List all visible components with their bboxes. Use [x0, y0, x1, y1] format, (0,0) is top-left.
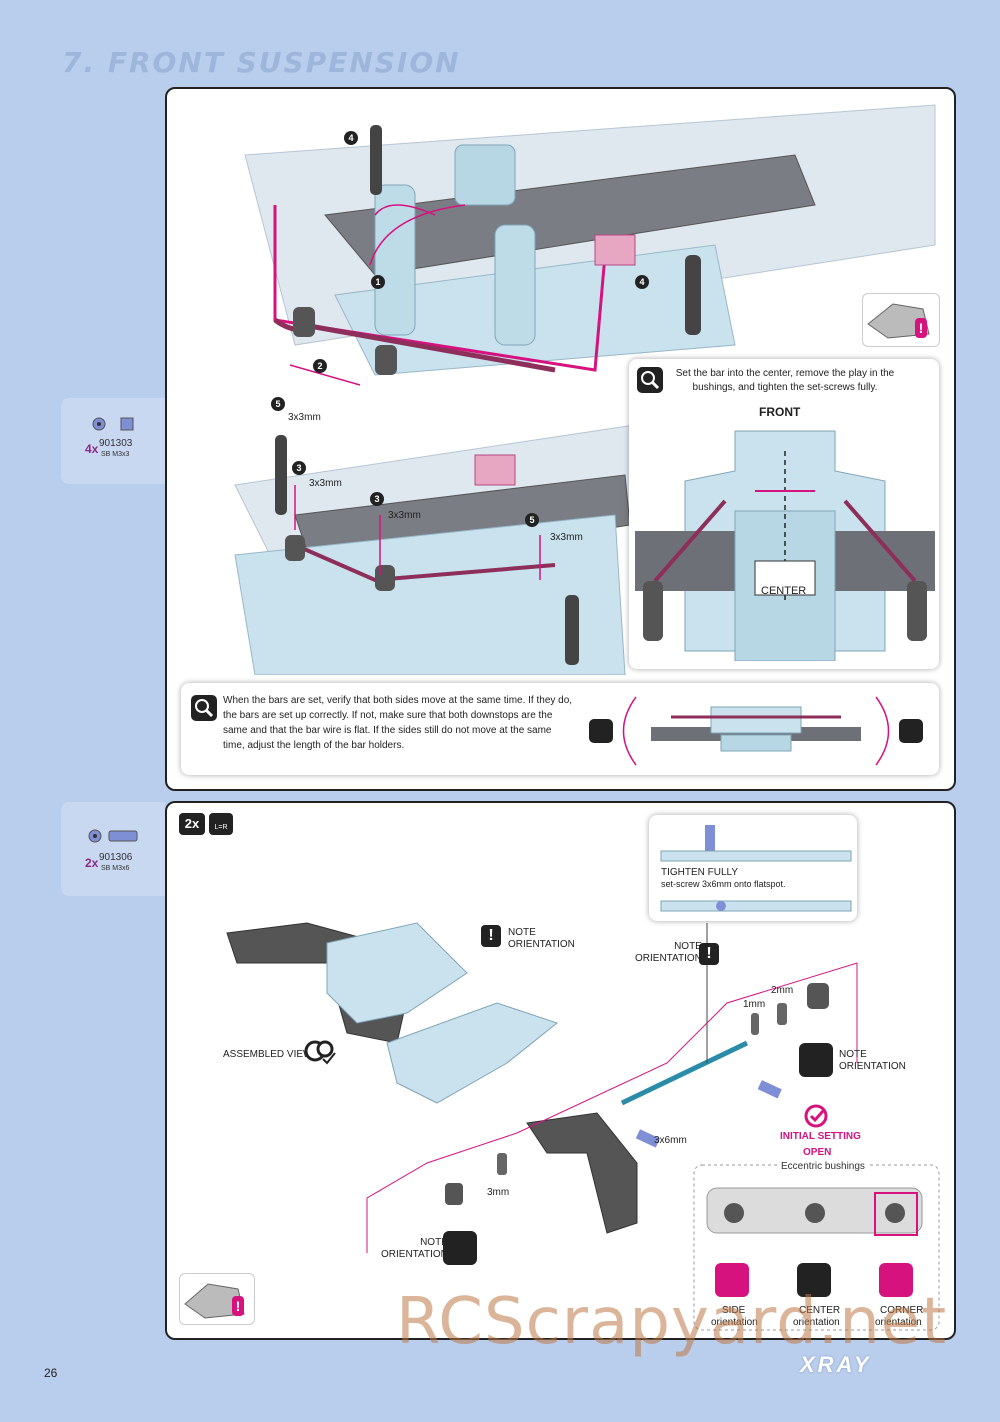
lr-badge: L=R: [209, 813, 233, 835]
verify-text: When the bars are set, verify that both …: [223, 695, 573, 751]
initial-setting-label: INITIAL SETTING: [780, 1131, 861, 1142]
qty-badge: 2x: [179, 813, 205, 835]
note-orientation-label: NOTE ORIENTATION: [839, 1049, 906, 1072]
magnifier-icon: [637, 367, 663, 393]
corner-orientation-icon: [879, 1263, 913, 1297]
tighten-sub: set-screw 3x6mm onto flatspot.: [661, 879, 786, 889]
orientation-dots-icon: [799, 1043, 833, 1077]
car-warning-icon: !: [862, 293, 940, 347]
setscrew-flatspot-diagram: [660, 825, 852, 912]
tab-code: 901303: [99, 438, 133, 449]
note-orientation-label: NOTE ORIENTATION: [381, 1237, 448, 1260]
setscrew-icon: [92, 417, 134, 431]
screw-label: 3x3mm: [309, 478, 342, 489]
center-bar-diagram: [635, 430, 935, 661]
setscrew-icon: [88, 829, 138, 843]
assembled-view-label: ASSEMBLED VIEW: [223, 1049, 313, 1060]
spacer-label: 1mm: [743, 999, 766, 1010]
step-badge: 5: [525, 513, 539, 527]
tab-qty: 2x: [85, 856, 99, 870]
tighten-box: TIGHTEN FULLY set-screw 3x6mm onto flats…: [649, 815, 857, 921]
orientation-dots-icon: [443, 1231, 477, 1265]
tab-desc: SB M3x3: [101, 451, 130, 458]
eccentric-label: Eccentric bushings: [777, 1161, 869, 1172]
spacer-label: 3mm: [487, 1187, 510, 1198]
front-arm-exploded-diagram: [226, 922, 940, 1331]
brand-logo: XRAY: [800, 1352, 872, 1377]
tab-desc: SB M3x6: [101, 865, 130, 872]
note-icon: !: [699, 943, 719, 965]
center-bar-box: Set the bar into the center, remove the …: [629, 359, 939, 669]
center-orientation-icon: [797, 1263, 831, 1297]
front-arm-panel: 2x L=R TIGHTEN FULLY set-screw 3x6mm ont…: [165, 801, 956, 1340]
center-bar-text: Set the bar into the center, remove the …: [675, 368, 895, 393]
step-badge: 4: [344, 131, 358, 145]
watermark: RCScrapyard.net: [396, 1285, 948, 1359]
parts-tab-1: 4x 901303 SB M3x3: [61, 398, 165, 484]
front-label: FRONT: [759, 405, 801, 419]
step-badge: 4: [635, 275, 649, 289]
tab-qty: 4x: [85, 442, 99, 456]
step-badge: 5: [271, 397, 285, 411]
assembled-view-icon: [304, 1040, 336, 1065]
screw-label: 3x3mm: [550, 532, 583, 543]
page-number: 26: [44, 1366, 58, 1380]
initial-setting-icon: [804, 1104, 828, 1128]
orientation-sub: orientation: [875, 1317, 922, 1328]
droop-diagram: [589, 696, 923, 766]
orientation-name: SIDE: [722, 1305, 746, 1316]
center-label: CENTER: [761, 585, 807, 597]
spacer-label: 2mm: [771, 985, 794, 996]
orientation-name: CORNER: [880, 1305, 924, 1316]
anti-roll-bar-diagram: [234, 104, 936, 675]
side-orientation-icon: [715, 1263, 749, 1297]
open-label: OPEN: [803, 1147, 832, 1158]
orientation-sub: orientation: [793, 1317, 840, 1328]
orientation-sub: orientation: [711, 1317, 758, 1328]
screw-label: 3x6mm: [654, 1135, 687, 1146]
step-badge: 2: [313, 359, 327, 373]
note-orientation-label: NOTE ORIENTATION: [635, 941, 702, 964]
tighten-title: TIGHTEN FULLY: [661, 867, 739, 878]
magnifier-icon: [191, 695, 217, 721]
verify-box: When the bars are set, verify that both …: [181, 683, 939, 775]
screw-label: 3x3mm: [388, 510, 421, 521]
note-orientation-label: NOTE ORIENTATION: [508, 927, 575, 950]
tab-code: 901306: [99, 852, 133, 863]
step-badge: 3: [292, 461, 306, 475]
parts-tab-2: 2x 901306 SB M3x6: [61, 802, 165, 896]
step-badge: 3: [370, 492, 384, 506]
orientation-name: CENTER: [799, 1305, 841, 1316]
page-title: 7. FRONT SUSPENSION: [62, 46, 461, 79]
front-suspension-panel: 4 1 2 4 5 3 3 5 3x3mm 3x3mm 3x3mm 3x3mm …: [165, 87, 956, 791]
screw-label: 3x3mm: [288, 412, 321, 423]
note-icon: !: [481, 925, 501, 947]
step-badge: 1: [371, 275, 385, 289]
car-warning-icon: !: [179, 1273, 255, 1325]
